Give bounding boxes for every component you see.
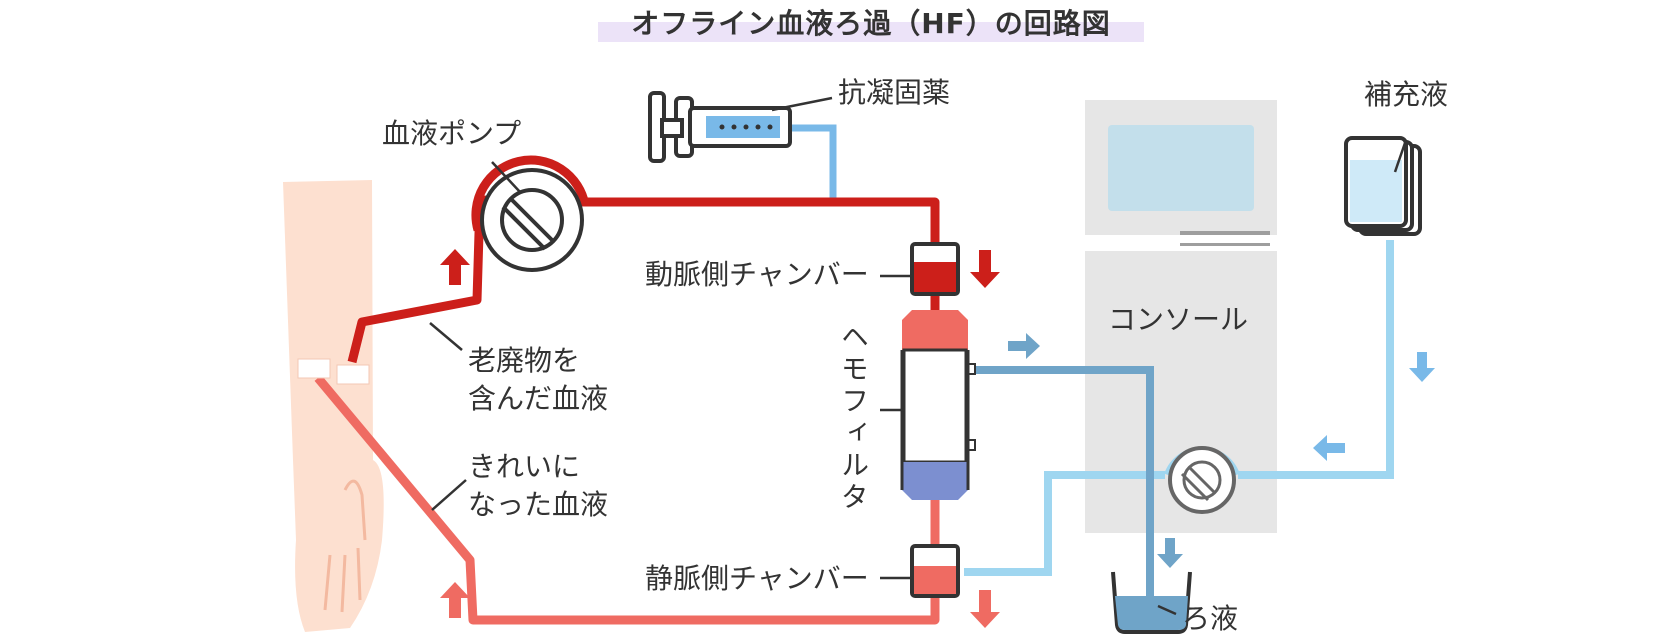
arterial-chamber-icon <box>910 242 960 296</box>
arrow-left-icon <box>1313 435 1345 461</box>
blood-pump-label: 血液ポンプ <box>382 117 522 150</box>
label-leader-lines <box>429 96 1408 616</box>
anticoagulant-label: 抗凝固薬 <box>838 76 951 109</box>
filtrate-label: ろ液 <box>1182 602 1239 635</box>
syringe-icon <box>648 91 792 163</box>
replacement-fluid-line <box>1238 240 1394 479</box>
arrow-down-icon <box>970 250 1000 288</box>
venous-chamber-icon <box>910 544 960 598</box>
venous-chamber-label: 静脈側チャンバー <box>645 562 869 595</box>
arrow-up-icon <box>440 249 470 285</box>
filtrate-pump-icon <box>1164 446 1240 514</box>
replacement-fluid-bag-icon <box>1344 136 1422 236</box>
arrow-right-icon <box>1008 333 1040 359</box>
filtrate-line <box>967 366 1154 612</box>
arrow-down-icon <box>1157 538 1183 568</box>
arrow-up-icon <box>440 582 470 618</box>
arrow-down-icon <box>970 590 1000 628</box>
clean-blood-label-line2: なった血液 <box>468 488 609 521</box>
arm-illustration <box>283 180 384 632</box>
diagram-title: オフライン血液ろ過（HF）の回路図 <box>631 7 1111 40</box>
arrow-down-icon <box>1409 352 1435 382</box>
replacement-fluid-label: 補充液 <box>1364 78 1449 111</box>
waste-blood-label-line1: 老廃物を <box>468 344 581 377</box>
venous-needle <box>297 358 331 379</box>
arterial-chamber-label: 動脈側チャンバー <box>645 258 869 291</box>
console-label: コンソール <box>1108 303 1249 336</box>
anticoagulant-line <box>790 124 837 202</box>
hemofilter-icon <box>900 310 976 500</box>
hemofilter-label: ヘモフィルタ <box>837 322 870 514</box>
substitution-infusion-line <box>964 471 1165 576</box>
arterial-needle <box>336 364 370 385</box>
blood-pump-icon <box>471 155 590 272</box>
clean-blood-label-line1: きれいに <box>468 450 581 483</box>
waste-blood-label-line2: 含んだ血液 <box>468 382 609 415</box>
title-highlight <box>598 22 1144 42</box>
filtrate-beaker-icon <box>1111 571 1192 634</box>
venous-blood-line <box>314 375 940 625</box>
